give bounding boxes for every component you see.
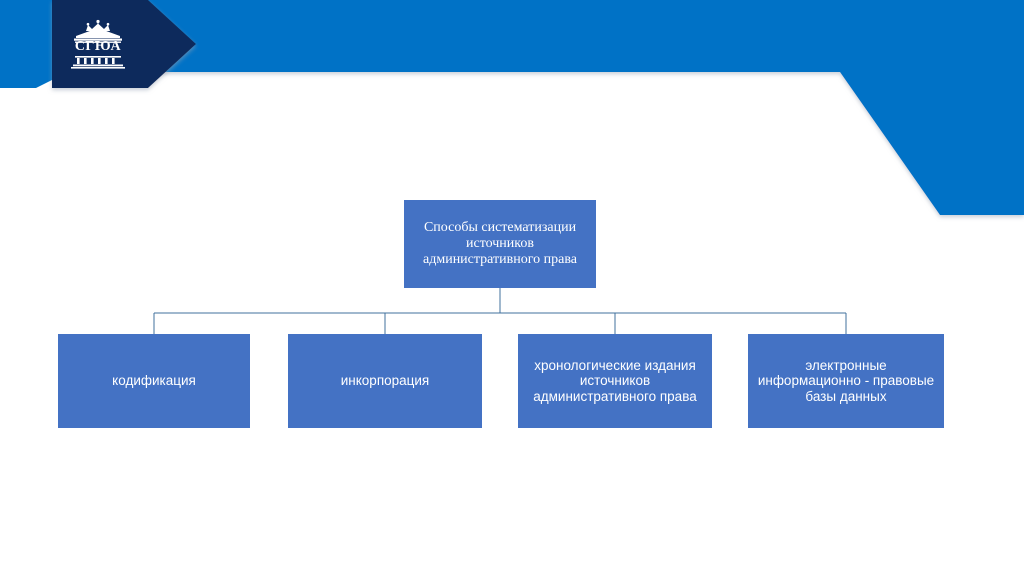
node-root-label: Способы систематизации источников админи…: [423, 219, 577, 268]
node-child-chronological-editions[interactable]: хронологические издания источников админ…: [518, 334, 712, 428]
node-child-inkorporaciya[interactable]: инкорпорация: [288, 334, 482, 428]
node-child-label: хронологические издания источников админ…: [533, 357, 697, 404]
logo-abbreviation: СГЮА: [74, 39, 122, 54]
academy-building-emblem-icon: [71, 19, 125, 69]
node-root[interactable]: Способы систематизации источников админи…: [404, 200, 596, 288]
node-child-kodifikaciya[interactable]: кодификация: [58, 334, 250, 428]
node-child-electronic-databases[interactable]: электронные информационно - правовые баз…: [748, 334, 944, 428]
node-child-label: инкорпорация: [340, 373, 430, 389]
node-child-label: кодификация: [112, 373, 196, 389]
node-child-label: электронные информационно - правовые баз…: [757, 357, 935, 404]
